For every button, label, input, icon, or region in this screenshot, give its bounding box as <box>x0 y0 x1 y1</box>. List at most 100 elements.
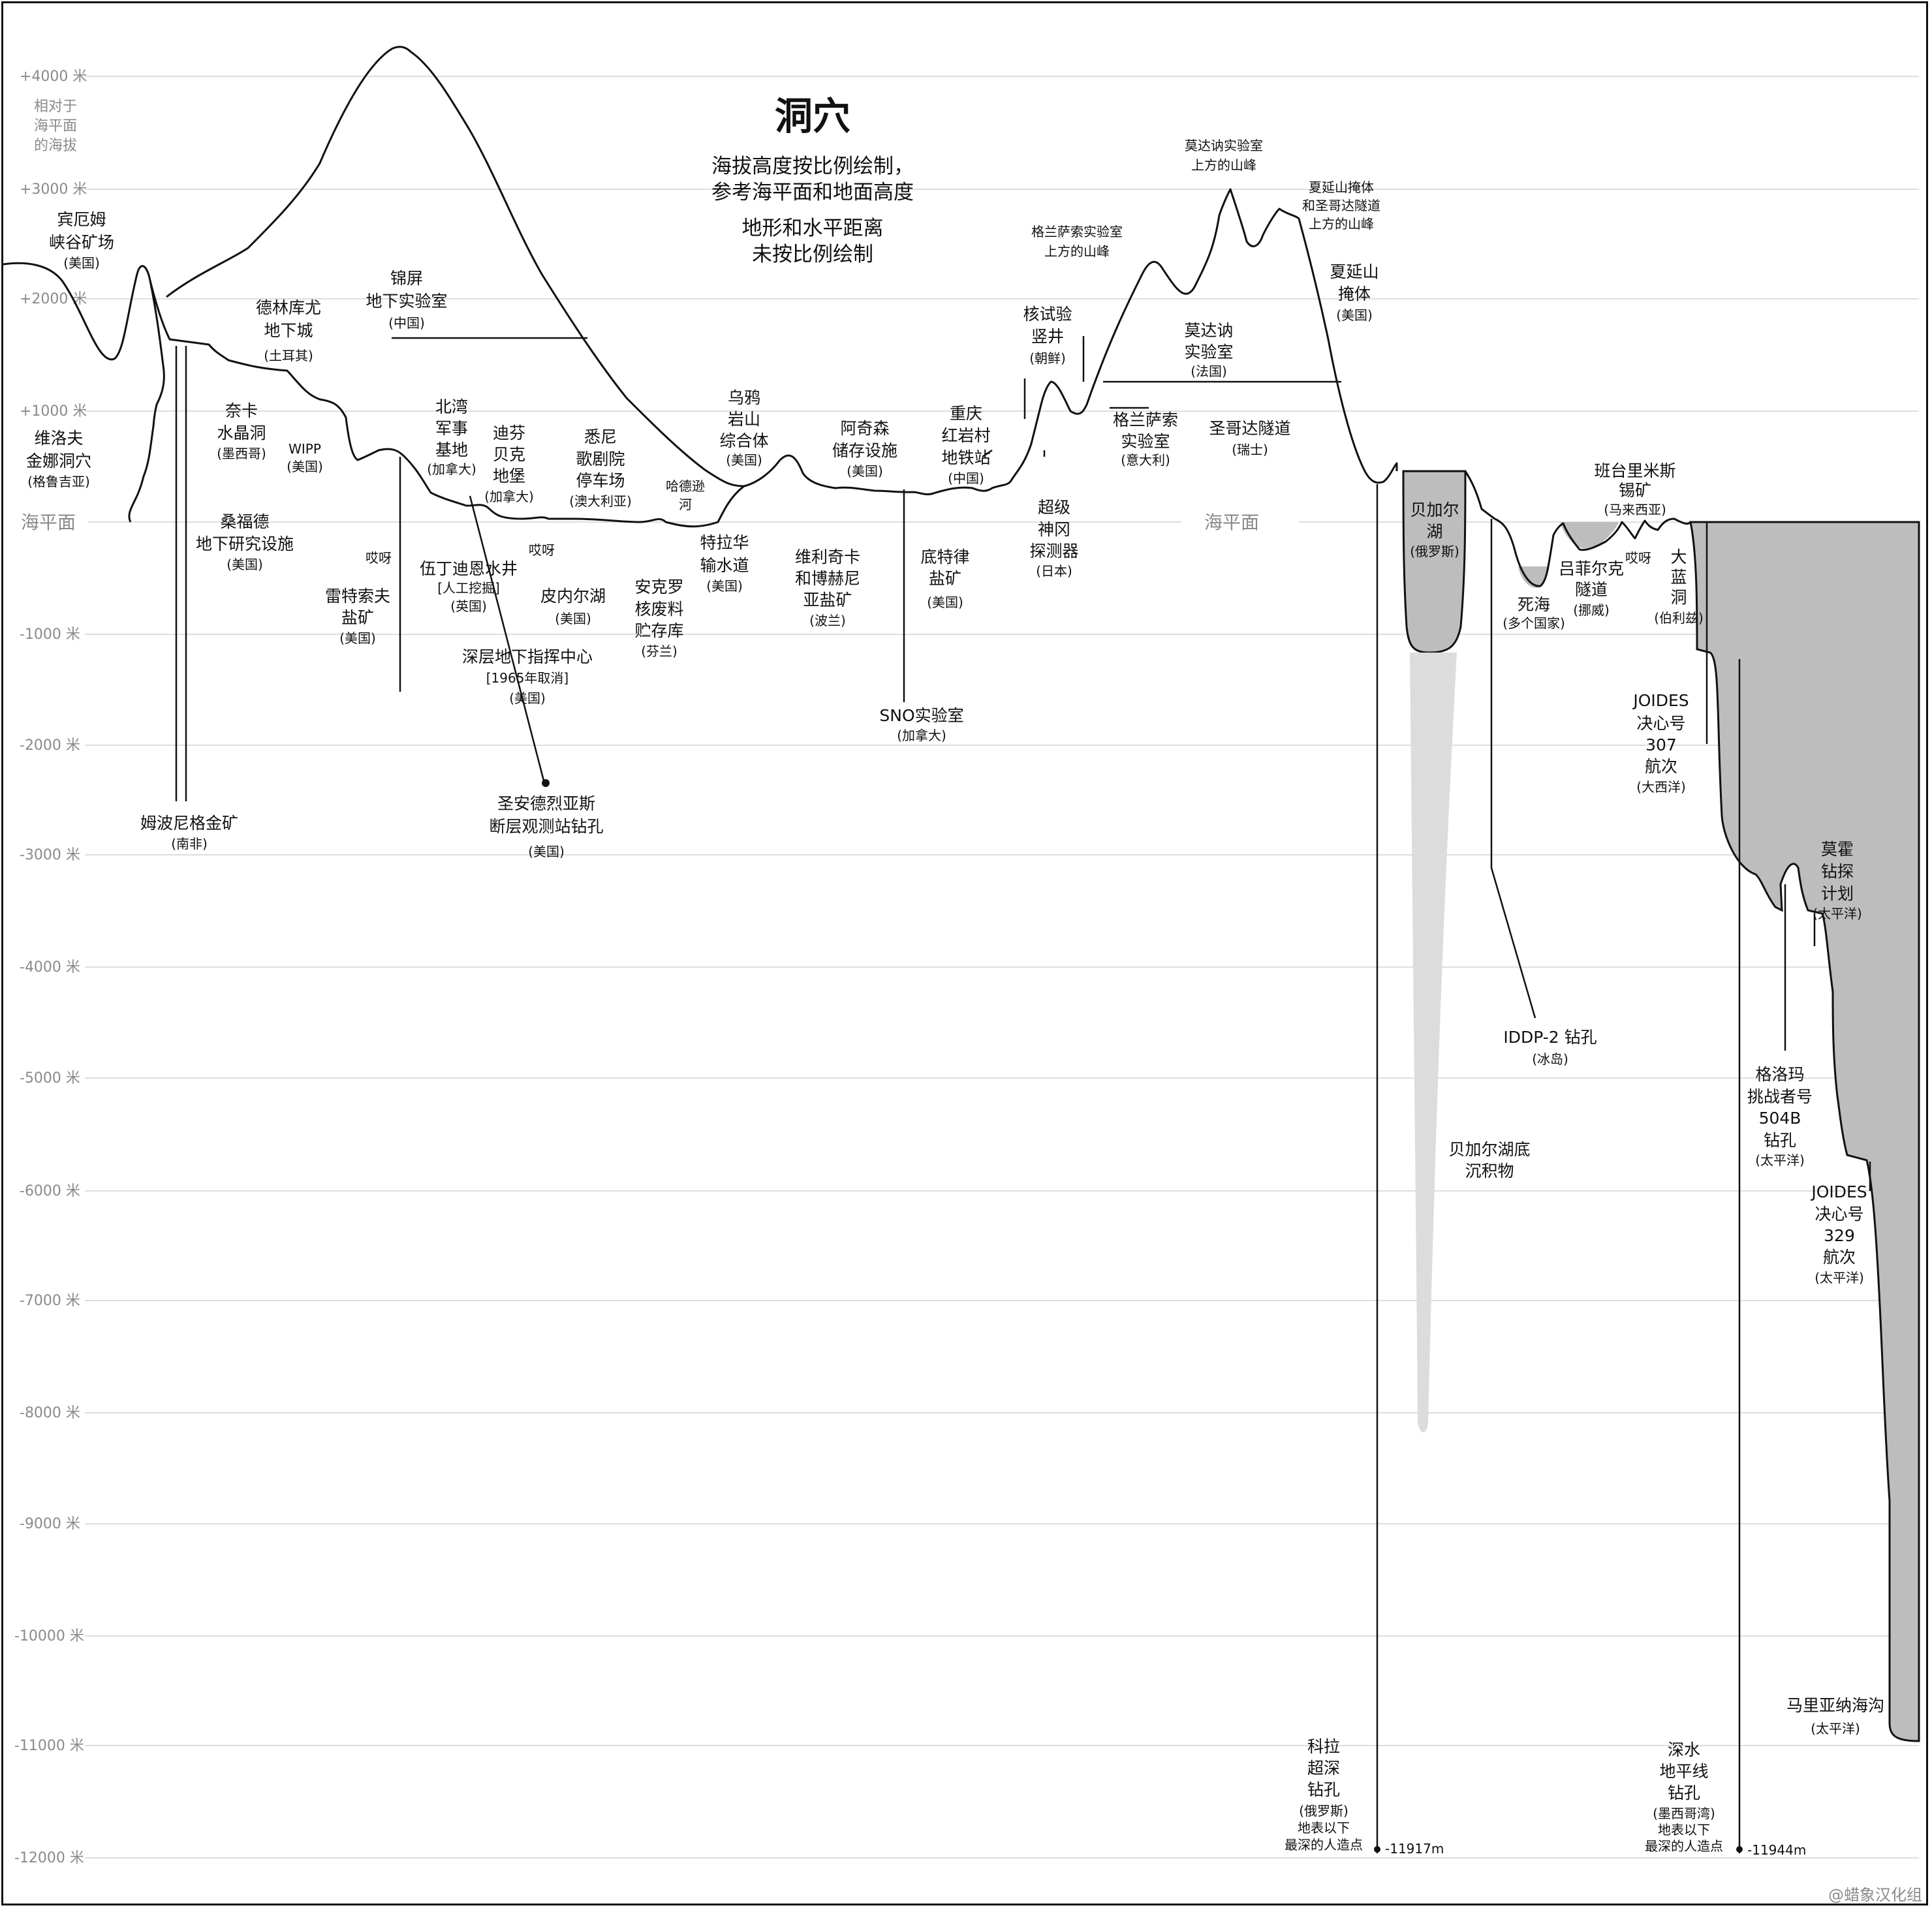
tick-label: -2000 米 <box>20 737 80 754</box>
terrain-profile-east <box>1464 470 1692 587</box>
svg-text:实验室: 实验室 <box>1121 432 1170 451</box>
svg-text:(美国): (美国) <box>226 557 263 572</box>
label-snolab: SNO实验室 (加拿大) <box>879 706 963 743</box>
label-delaware-aqueduct: 特拉华 输水道 (美国) <box>700 533 749 594</box>
svg-text:(瑞士): (瑞士) <box>1232 442 1268 457</box>
svg-text:宾厄姆: 宾厄姆 <box>57 210 106 229</box>
label-gran-sasso-lab: 格兰萨索 实验室 (意大利) <box>1113 410 1178 468</box>
svg-text:贮存库: 贮存库 <box>634 621 683 640</box>
axis-note: 的海拔 <box>34 138 77 154</box>
svg-text:姆波尼格金矿: 姆波尼格金矿 <box>140 814 238 833</box>
svg-text:地平线: 地平线 <box>1659 1762 1708 1781</box>
svg-text:吕菲尔克: 吕菲尔克 <box>1559 559 1624 578</box>
svg-text:(太平洋): (太平洋) <box>1815 1270 1864 1286</box>
svg-text:伍丁迪恩水井: 伍丁迪恩水井 <box>420 559 518 578</box>
svg-text:(太平洋): (太平洋) <box>1811 1721 1860 1736</box>
svg-text:(马来西亚): (马来西亚) <box>1604 502 1666 517</box>
terrain-profile-jinping-mountain <box>166 46 745 487</box>
svg-text:(美国): (美国) <box>726 452 762 468</box>
svg-text:歌剧院: 歌剧院 <box>576 450 625 469</box>
label-kola-borehole: 科拉 超深 钻孔 (俄罗斯) 地表以下 最深的人造点 <box>1285 1737 1363 1853</box>
svg-text:亚盐矿: 亚盐矿 <box>803 591 852 609</box>
svg-text:沉积物: 沉积物 <box>1465 1162 1514 1180</box>
label-mariana-trench: 马里亚纳海沟 (太平洋) <box>1786 1696 1884 1736</box>
label-diefenbunker: 迪芬 贝克 地堡 (加拿大) <box>484 424 534 504</box>
svg-text:(加拿大): (加拿大) <box>427 461 476 477</box>
label-deepwater-depth: -11944m <box>1747 1842 1806 1858</box>
svg-text:格兰萨索实验室: 格兰萨索实验室 <box>1031 224 1123 239</box>
label-modane-lab: 莫达讷 实验室 (法国) <box>1184 321 1233 379</box>
label-glomar-504b: 格洛玛 挑战者号 504B 钻孔 (太平洋) <box>1747 1065 1813 1168</box>
svg-text:决心号: 决心号 <box>1815 1205 1863 1224</box>
tick-label: -4000 米 <box>20 959 80 976</box>
svg-text:(中国): (中国) <box>948 470 984 486</box>
svg-text:断层观测站钻孔: 断层观测站钻孔 <box>489 817 603 836</box>
label-joides-307: JOIDES 决心号 307 航次 (大西洋) <box>1632 691 1689 795</box>
label-wieliczka: 维利奇卡 和博赫尼 亚盐矿 (波兰) <box>795 547 860 628</box>
svg-text:竖井: 竖井 <box>1031 327 1064 346</box>
svg-text:(太平洋): (太平洋) <box>1813 906 1862 921</box>
svg-text:钻探: 钻探 <box>1821 862 1854 881</box>
svg-text:IDDP-2 钻孔: IDDP-2 钻孔 <box>1503 1028 1597 1047</box>
label-bentong-mine: 班台里米斯 锡矿 (马来西亚) <box>1594 461 1675 517</box>
svg-text:(英国): (英国) <box>450 598 487 614</box>
shafts <box>175 336 1871 1853</box>
label-wipp: WIPP (美国) <box>287 441 323 474</box>
label-pinnell: 皮内尔湖 (美国) <box>540 587 606 626</box>
svg-text:(美国): (美国) <box>339 630 376 646</box>
svg-text:(加拿大): (加拿大) <box>484 489 534 504</box>
svg-text:莫达讷: 莫达讷 <box>1184 321 1233 340</box>
svg-text:夏延山掩体: 夏延山掩体 <box>1309 179 1374 195</box>
svg-text:(大西洋): (大西洋) <box>1636 779 1686 795</box>
svg-text:329: 329 <box>1824 1226 1855 1245</box>
svg-text:隧道: 隧道 <box>1575 580 1608 599</box>
svg-text:重庆: 重庆 <box>950 404 982 423</box>
svg-text:JOIDES: JOIDES <box>1810 1182 1867 1201</box>
svg-text:河: 河 <box>679 497 692 512</box>
svg-text:WIPP: WIPP <box>288 441 321 457</box>
label-safod: 圣安德烈亚斯 断层观测站钻孔 (美国) <box>489 794 603 859</box>
svg-text:桑福德: 桑福德 <box>220 512 269 531</box>
subtitle-line: 未按比例绘制 <box>752 243 873 266</box>
tick-label: +4000 米 <box>20 69 87 85</box>
svg-text:核废料: 核废料 <box>634 600 683 619</box>
svg-text:阿奇森: 阿奇森 <box>840 419 889 438</box>
axis-note: 相对于 <box>34 99 77 115</box>
label-voronya: 维洛夫 金娜洞穴 (格鲁吉亚) <box>26 429 91 489</box>
svg-text:最深的人造点: 最深的人造点 <box>1645 1838 1723 1854</box>
svg-text:上方的山峰: 上方的山峰 <box>1191 157 1256 173</box>
svg-text:(冰岛): (冰岛) <box>1532 1051 1568 1067</box>
svg-text:安克罗: 安克罗 <box>634 578 683 596</box>
svg-text:(墨西哥): (墨西哥) <box>217 446 266 461</box>
svg-text:死海: 死海 <box>1518 595 1550 614</box>
svg-text:(美国): (美国) <box>555 611 591 626</box>
label-deep-command-center: 深层地下指挥中心 [1965年取消] (美国) <box>462 647 593 706</box>
svg-text:实验室: 实验室 <box>1184 343 1233 362</box>
svg-text:德林库尤: 德林库尤 <box>256 298 321 317</box>
svg-text:航次: 航次 <box>1823 1248 1856 1267</box>
label-oops: 哎呀 <box>529 542 555 558</box>
label-sydney-opera: 悉尼 歌剧院 停车场 (澳大利亚) <box>569 427 632 509</box>
svg-text:上方的山峰: 上方的山峰 <box>1044 243 1110 259</box>
tick-label: -9000 米 <box>20 1516 80 1532</box>
label-detroit-salt: 底特律 盐矿 (美国) <box>920 547 969 610</box>
label-dead-sea: 死海 (多个国家) <box>1503 595 1565 631</box>
label-retsof: 雷特索夫 盐矿 (美国) <box>325 587 390 646</box>
svg-text:湖: 湖 <box>1426 522 1442 541</box>
svg-text:马里亚纳海沟: 马里亚纳海沟 <box>1786 1696 1884 1715</box>
svg-text:(意大利): (意大利) <box>1121 452 1170 468</box>
svg-text:(日本): (日本) <box>1036 563 1072 579</box>
tick-label: -10000 米 <box>14 1628 84 1644</box>
label-hudson: 哈德逊 河 <box>666 478 705 512</box>
ocean-fill <box>1689 521 1920 1742</box>
tick-label: -11000 米 <box>14 1738 84 1754</box>
terrain-left-cliff <box>128 280 165 523</box>
svg-text:深水: 深水 <box>1668 1740 1700 1759</box>
credit-watermark: @蜡象汉化组 <box>1828 1886 1922 1904</box>
label-great-blue-hole: 大 蓝 洞 (伯利兹) <box>1654 547 1704 626</box>
title-block: 洞穴 海拔高度按比例绘制， 参考海平面和地面高度 地形和水平距离 未按比例绘制 <box>711 94 914 266</box>
svg-text:地下研究设施: 地下研究设施 <box>196 534 294 553</box>
svg-text:综合体: 综合体 <box>719 431 768 450</box>
svg-text:地表以下: 地表以下 <box>1658 1822 1710 1838</box>
